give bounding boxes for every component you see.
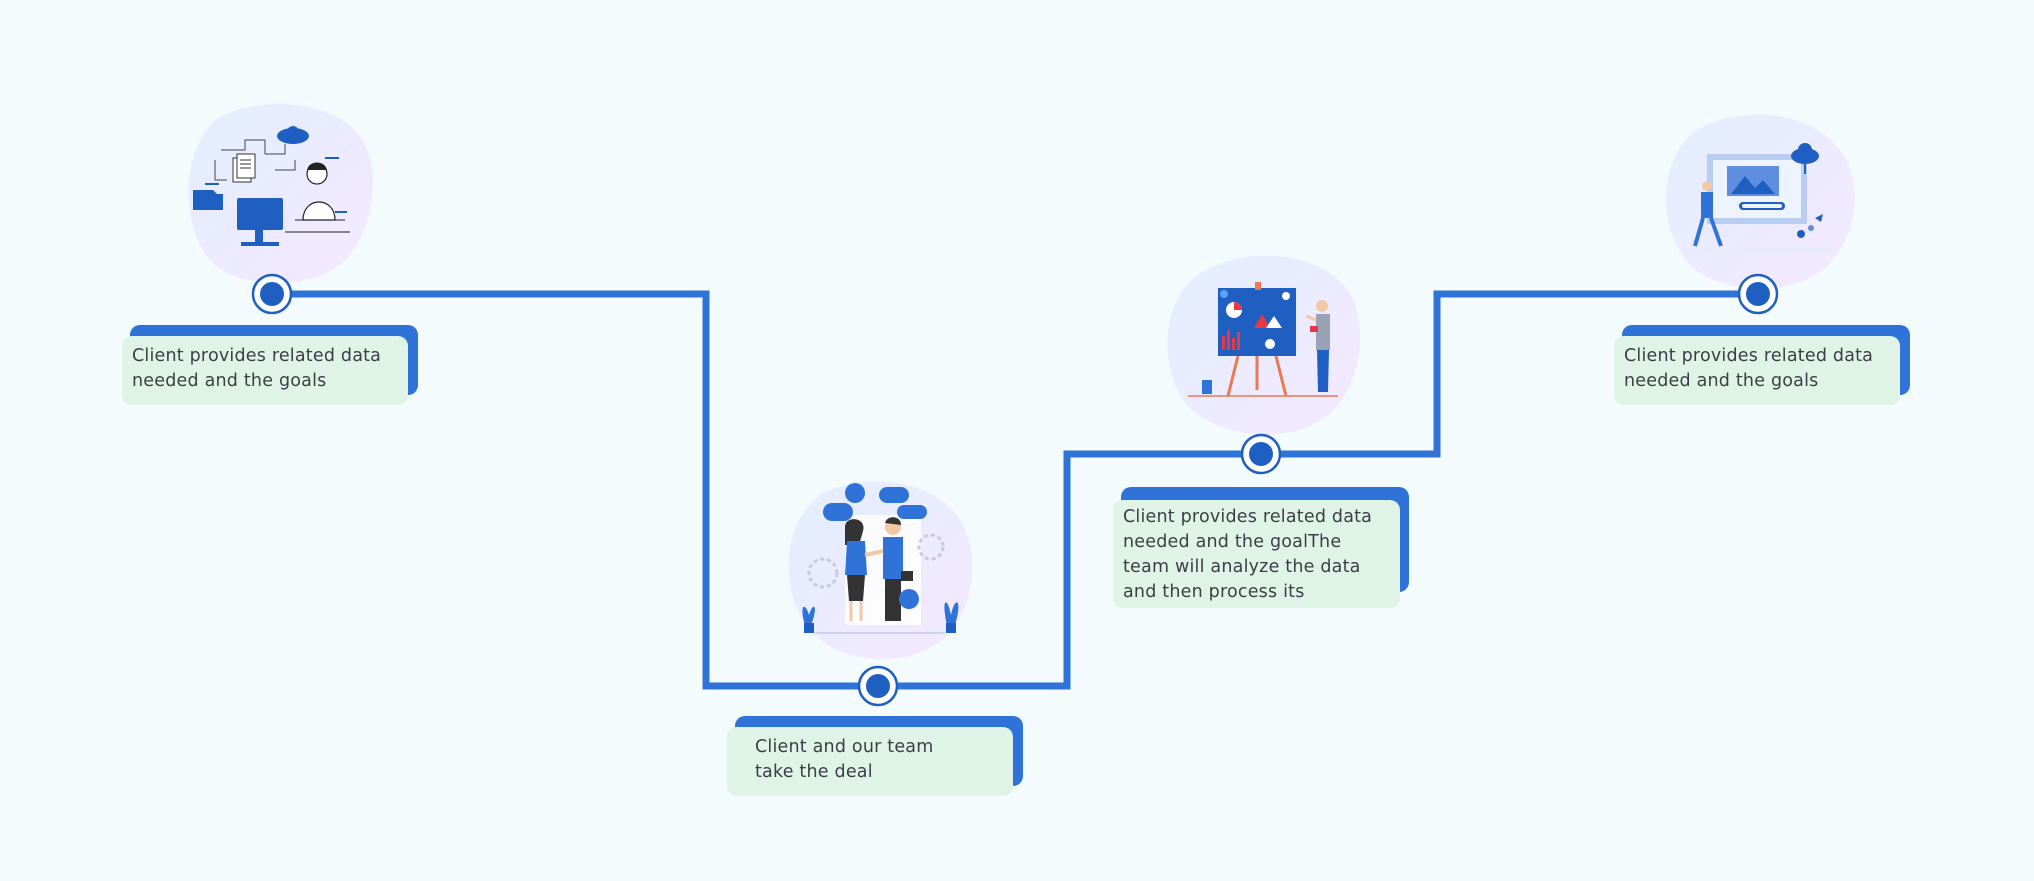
step1-card: Client provides related data needed and … xyxy=(122,325,418,405)
step3-node xyxy=(1240,433,1282,475)
step2-text: Client and our team take the deal xyxy=(727,727,1013,796)
step4-node xyxy=(1737,273,1779,315)
step2-card: Client and our team take the deal xyxy=(727,716,1023,796)
step1-text: Client provides related data needed and … xyxy=(122,336,408,405)
presentation-board-illustration xyxy=(1167,255,1361,435)
step4-card: Client provides related data needed and … xyxy=(1614,325,1910,405)
web-gallery-illustration xyxy=(1666,114,1855,289)
step1-node xyxy=(251,273,293,315)
handshake-illustration xyxy=(788,481,973,660)
data-collection-illustration xyxy=(188,103,374,284)
step2-node xyxy=(857,665,899,707)
step3-card: Client provides related data needed and … xyxy=(1113,487,1409,608)
step3-text: Client provides related data needed and … xyxy=(1113,500,1400,608)
step4-text: Client provides related data needed and … xyxy=(1614,336,1900,405)
